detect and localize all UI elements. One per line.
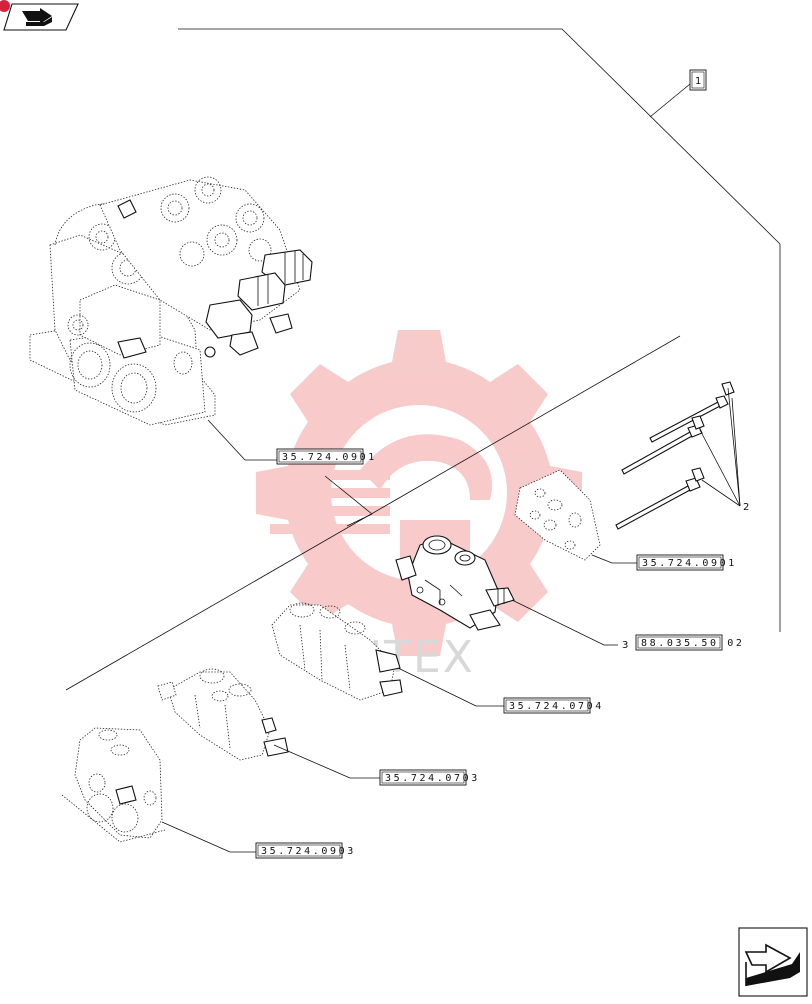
end-plate-drawing [514,469,601,561]
svg-text:88.035.50 02: 88.035.50 02 [641,638,744,649]
leader-ref-2 [699,387,741,507]
book-arrow-icon[interactable] [3,3,79,31]
svg-text:35.724.0901: 35.724.0901 [642,558,737,569]
svg-text:35.724.0901: 35.724.0901 [282,452,377,463]
leader-line-assembly [178,28,781,632]
callout-top-assembly: 35.724.0901 [276,448,377,465]
leader-ref-1 [649,83,691,118]
center-valve-section-drawing [395,535,515,631]
callout-tie-rod-plate: 35.724.0901 [636,554,737,571]
end-section-0903-drawing [61,727,166,843]
callout-section-0703: 35.724.0703 [379,769,480,786]
ref-3-label: 3 [622,640,628,651]
ref-1-box: 1 [689,69,707,91]
next-page-arrow-icon[interactable] [738,927,808,997]
callout-end-section-0903: 35.724.0903 [255,842,356,859]
callout-section-0704: 35.724.0704 [503,697,604,714]
valve-section-0703-drawing [157,668,289,761]
red-badge-icon [0,0,10,12]
explode-separator-line [65,335,681,691]
svg-text:1: 1 [695,76,701,87]
valve-section-0704-drawing [271,602,403,701]
ref-2-label: 2 [743,502,749,513]
callout-center-section: 88.035.50 02 [635,634,744,651]
svg-text:35.724.0903: 35.724.0903 [261,846,356,857]
tie-rods-drawing [615,381,735,530]
svg-text:35.724.0704: 35.724.0704 [509,701,604,712]
leader-top-assembly [207,419,246,461]
valve-assembly-drawing [29,176,313,426]
svg-text:35.724.0703: 35.724.0703 [385,773,480,784]
